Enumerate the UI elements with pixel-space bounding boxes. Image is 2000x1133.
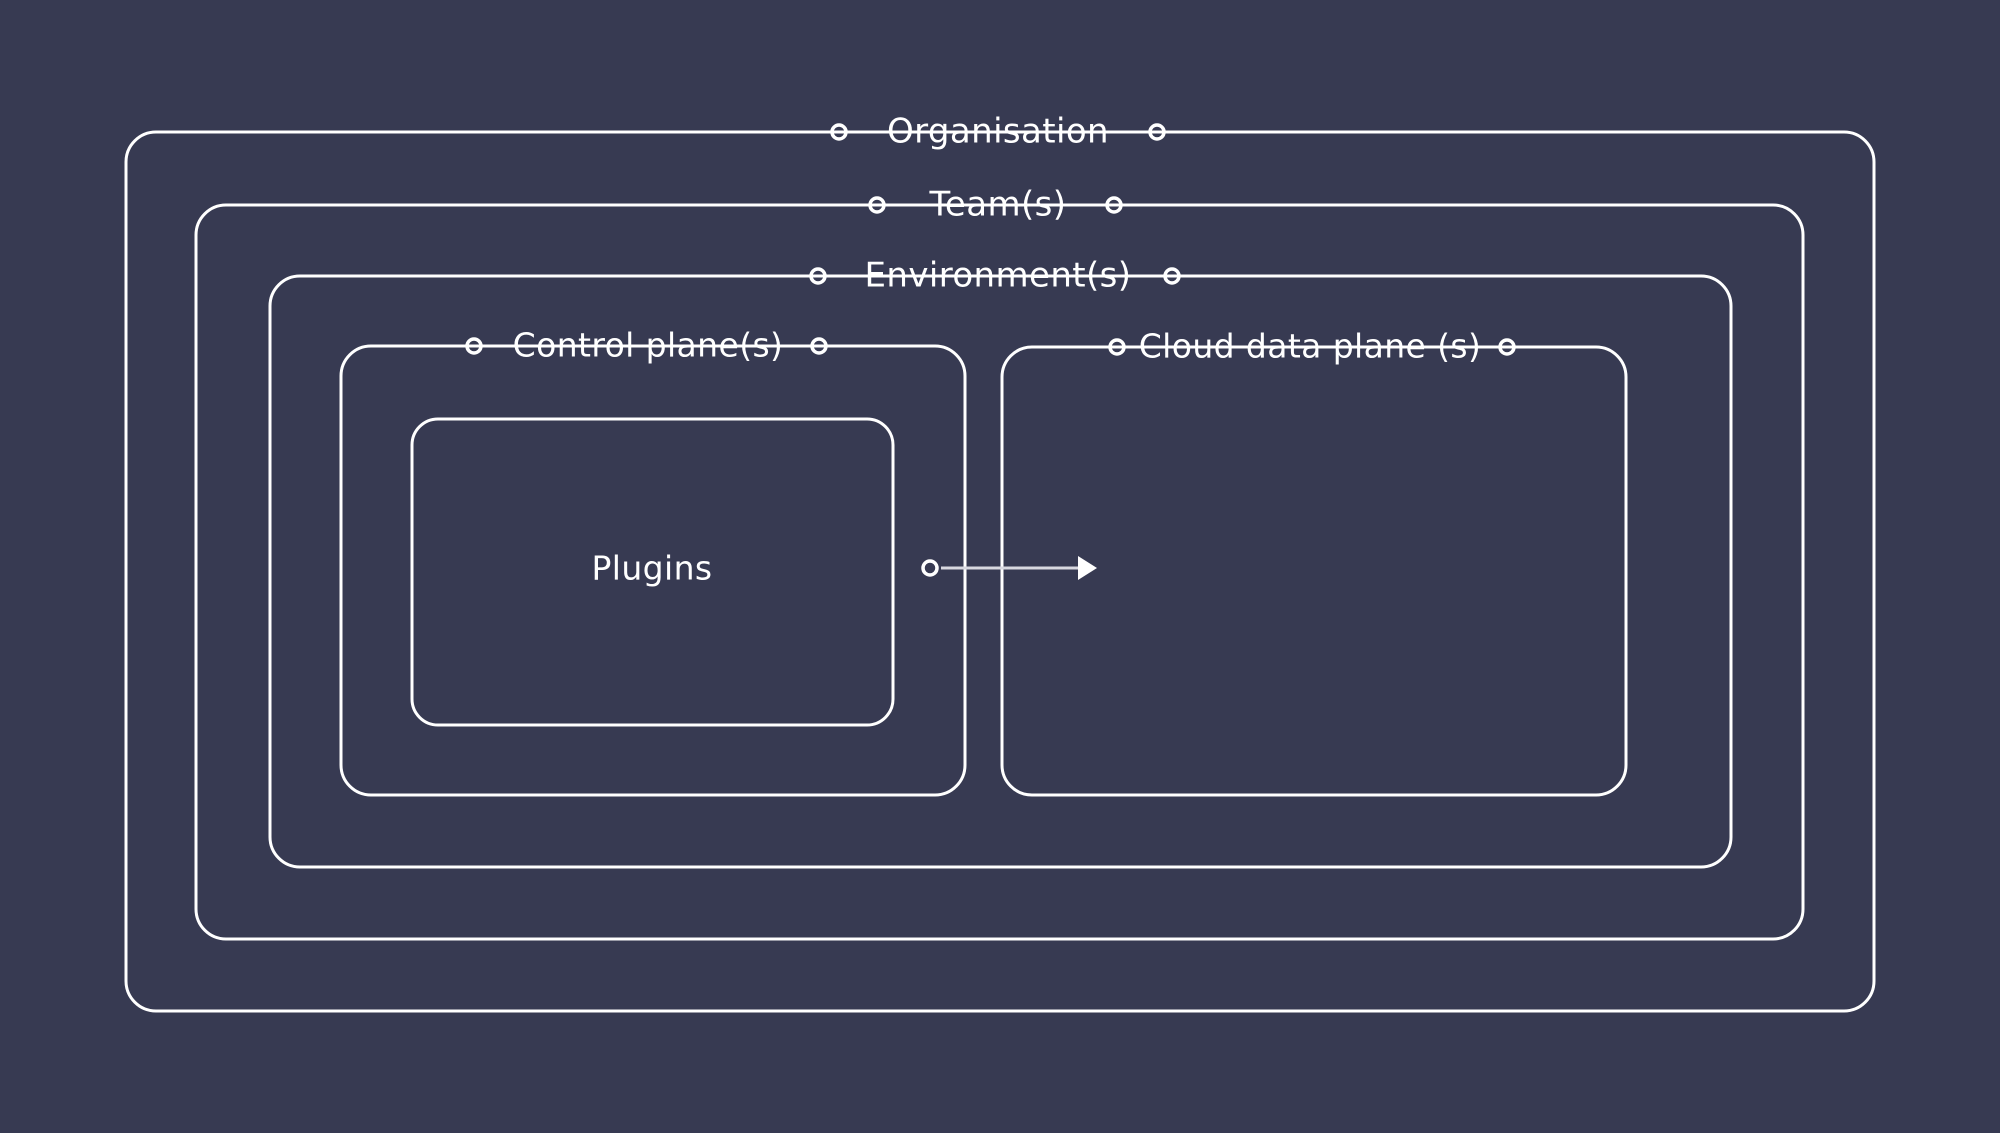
environment-label: Environment(s) [865, 256, 1132, 296]
control-plane-dot-right [810, 337, 828, 355]
plugins-box[interactable] [410, 417, 895, 727]
level-cloud-data-plane[interactable]: Cloud data plane (s) [1000, 327, 1628, 797]
level-environment[interactable]: Environment(s) [268, 256, 1733, 869]
team-dot-right [1105, 196, 1123, 214]
organisation-dot-right [1148, 123, 1166, 141]
level-control-plane[interactable]: Control plane(s) [339, 326, 967, 797]
flow-arrowhead-icon [1078, 556, 1097, 580]
organisation-label: Organisation [887, 112, 1109, 152]
team-label: Team(s) [929, 185, 1067, 225]
cloud-data-plane-box[interactable] [1000, 345, 1628, 797]
team-dot-left [868, 196, 886, 214]
organisation-dot-left [830, 123, 848, 141]
team-box[interactable] [194, 203, 1805, 941]
cloud-data-plane-dot-right [1498, 338, 1516, 356]
level-plugins[interactable]: Plugins [410, 417, 895, 727]
cloud-data-plane-label: Cloud data plane (s) [1139, 327, 1482, 366]
environment-dot-right [1163, 267, 1181, 285]
flow-origin-dot [921, 559, 939, 577]
control-plane-label: Control plane(s) [513, 326, 784, 365]
environment-dot-left [809, 267, 827, 285]
level-organisation[interactable]: Organisation [124, 112, 1876, 1013]
organisation-box[interactable] [124, 130, 1876, 1013]
cloud-data-plane-dot-left [1108, 338, 1126, 356]
control-plane-dot-left [465, 337, 483, 355]
plugins-label: Plugins [591, 549, 712, 588]
control-plane-box[interactable] [339, 344, 967, 797]
environment-box[interactable] [268, 274, 1733, 869]
level-team[interactable]: Team(s) [194, 185, 1805, 941]
plugins-to-cloud-data-plane-flow [921, 556, 1097, 580]
